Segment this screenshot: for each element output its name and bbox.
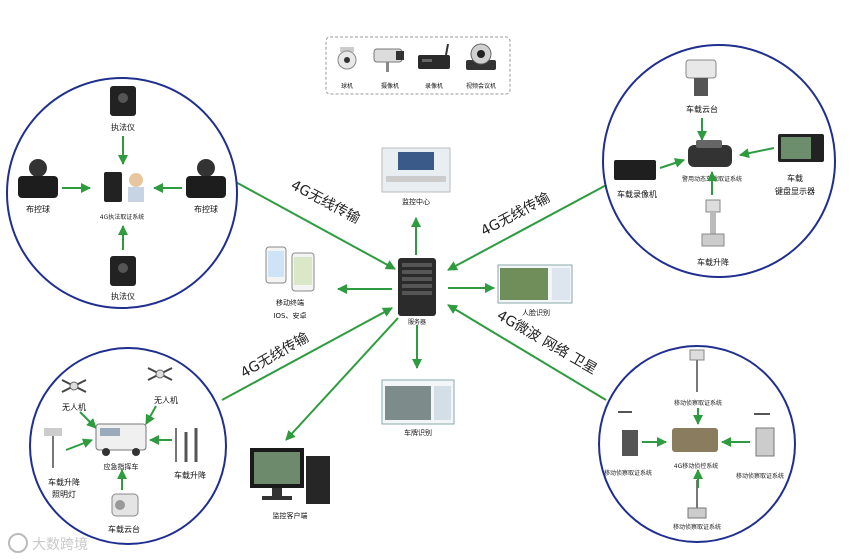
mobile-os-label: IOS、安卓	[273, 311, 306, 320]
lift-pole-icon	[175, 428, 198, 462]
plate-recognition: 车牌识别	[381, 379, 455, 437]
bullet-camera-icon	[373, 48, 404, 72]
ball-left-label: 布控球	[26, 204, 50, 214]
ptz-label: 车载云台	[108, 524, 140, 534]
body-camera-icon	[110, 86, 136, 116]
display-label-line1: 车载	[787, 173, 803, 183]
law-enforcement-circle: 执法仪 布控球 布控球 4G执法取证系统 执法仪	[6, 77, 238, 309]
enforcement-system-icon	[104, 172, 144, 202]
vehicle-circle: 车载云台 警用动态车载取证系统 车载录像机 车载 键盘显示器 车载升降	[602, 44, 836, 278]
link-top-left	[231, 179, 396, 270]
police-car-icon	[688, 140, 732, 167]
deploy-ball-icon	[18, 159, 58, 198]
dvr-icon	[614, 160, 656, 180]
link-client	[285, 317, 399, 441]
ptz-label: 车载云台	[686, 104, 718, 114]
monitor-center-label: 监控中心	[402, 197, 430, 206]
recorder-top-label: 执法仪	[111, 122, 135, 132]
nvr-recorder-icon	[418, 43, 450, 69]
monitor-client: 监控客户端	[250, 448, 330, 520]
legend-label-0: 球机	[341, 82, 353, 90]
recon-circle: 移动侦察取证系统 移动侦察取证系统 4G移动侦控系统 移动侦察取证系统 移动侦察…	[598, 345, 796, 543]
center-system-label: 4G移动侦控系统	[674, 462, 718, 470]
drone-icon	[147, 367, 173, 381]
bottom-system-label: 移动侦察取证系统	[673, 523, 721, 531]
watermark: 大数跨境	[8, 533, 88, 553]
lift-mast-icon	[701, 199, 725, 247]
link-bottom-left	[221, 307, 393, 401]
watermark-logo-icon	[8, 533, 28, 553]
display-keyboard-icon	[778, 134, 824, 162]
camera-legend: 球机 摄像机 录像机 视频会议机	[325, 36, 511, 95]
link-label-bottom-left: 4G无线传输	[238, 330, 312, 382]
conference-camera-icon	[466, 43, 496, 70]
face-recognition-label: 人脸识别	[522, 308, 550, 317]
ptz-camera-icon	[111, 493, 139, 517]
server: 服务器	[398, 258, 436, 326]
watermark-text: 大数跨境	[32, 537, 88, 553]
left-system-label: 移动侦察取证系统	[604, 469, 652, 477]
legend-label-3: 视频会议机	[466, 82, 496, 90]
center-system-label: 4G执法取证系统	[100, 213, 144, 221]
recorder-bottom-label: 执法仪	[111, 291, 135, 301]
ptz-camera-icon	[685, 59, 717, 96]
command-vehicle-label: 应急指挥车	[104, 462, 139, 471]
dome-camera-icon	[337, 47, 357, 70]
recon-vehicle-icon	[672, 428, 718, 452]
dvr-label: 车载录像机	[617, 189, 657, 199]
emergency-circle: 无人机 无人机 应急指挥车 车载升降 照明灯 车载升降	[29, 347, 227, 545]
recon-mast-icon	[618, 411, 638, 456]
mobile-terminal: 移动终端 IOS、安卓	[265, 246, 315, 320]
mobile-terminal-label: 移动终端	[276, 298, 304, 307]
legend-label-1: 摄像机	[381, 82, 399, 90]
mast-light-label-line1: 车载升降	[48, 477, 80, 487]
pc-tower-icon	[306, 456, 330, 504]
command-vehicle-icon	[95, 423, 147, 456]
drone-left-label: 无人机	[62, 402, 86, 412]
link-label-top-left: 4G无线传输	[288, 177, 362, 227]
right-system-label: 移动侦察取证系统	[736, 472, 784, 480]
recon-mast-icon	[689, 349, 705, 392]
mast-light-icon	[44, 428, 62, 468]
link-bottom-right	[447, 304, 607, 401]
link-top-right	[447, 181, 613, 271]
body-camera-icon	[110, 256, 136, 286]
recon-mast-icon	[754, 413, 775, 457]
mast-light-label-line2: 照明灯	[52, 489, 76, 499]
drone-icon	[61, 379, 87, 393]
link-label-top-right: 4G无线传输	[478, 190, 552, 240]
top-system-label: 移动侦察取证系统	[674, 399, 722, 407]
monitor-client-label: 监控客户端	[273, 511, 308, 520]
server-label: 服务器	[408, 318, 426, 326]
display-label-line2: 键盘显示器	[775, 186, 815, 196]
legend-label-2: 录像机	[425, 82, 443, 90]
ball-right-label: 布控球	[194, 204, 218, 214]
monitor-center: 监控中心	[381, 147, 451, 206]
plate-recognition-label: 车牌识别	[404, 428, 432, 437]
lift-label: 车载升降	[174, 470, 206, 480]
deploy-ball-icon	[186, 159, 226, 198]
drone-right-label: 无人机	[154, 395, 178, 405]
face-recognition: 人脸识别	[497, 264, 573, 317]
connections	[221, 179, 613, 441]
lift-label: 车载升降	[697, 257, 729, 267]
